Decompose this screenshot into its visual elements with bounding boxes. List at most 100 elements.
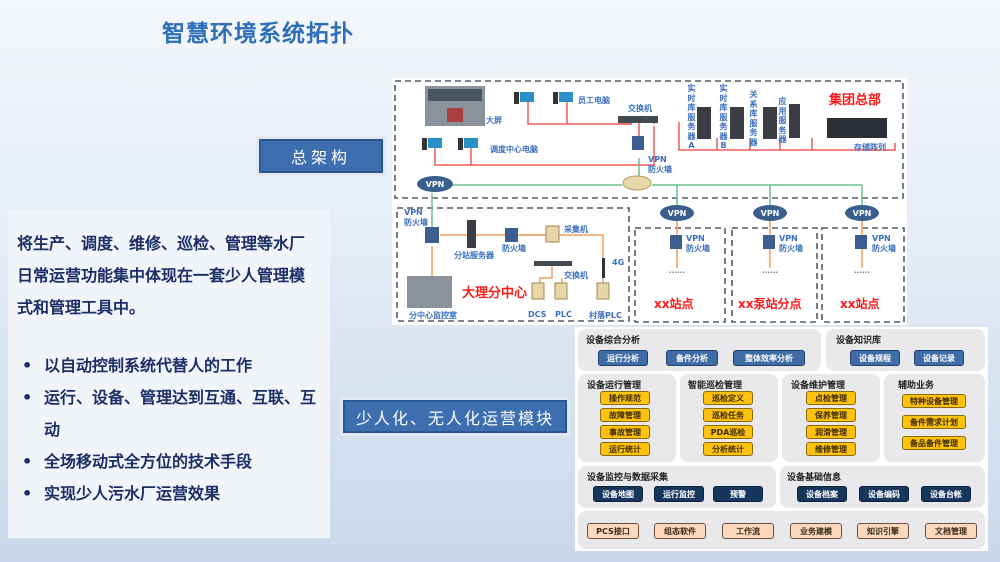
intro-text: 将生产、调度、维修、巡检、管理等水厂日常运营功能集中体现在一套少人管理模式和管理… [17,234,306,317]
architecture-label: 总架构 [259,139,383,173]
btn-business-modeling[interactable]: 业务建模 [790,523,842,539]
station2-frame [731,227,818,323]
modules-diagram: 设备综合分析 运行分析 备件分析 整体效率分析 设备知识库 设备规程 设备记录 … [575,327,988,551]
station-firewall-label: VPN 防火墙 [686,234,710,253]
dispatch-pc-label: 调度中心电脑 [490,145,538,154]
group-title: 设备维护管理 [791,381,846,391]
station-ellipsis: …… [669,266,685,275]
btn-alert[interactable]: 预警 [713,486,763,502]
village-plc-label: 村落PLC [589,311,622,320]
btn-inspection-definition[interactable]: 巡检定义 [703,391,753,405]
station1-frame [634,227,726,323]
bullet-item: 以自动控制系统代替人的工作 [17,350,320,382]
btn-operation-analysis[interactable]: 运行分析 [598,350,648,366]
btn-document-mgmt[interactable]: 文档管理 [925,523,977,539]
btn-inspection-task[interactable]: 巡检任务 [703,408,753,422]
wan-links [431,158,863,228]
group-analysis: 设备综合分析 运行分析 备件分析 整体效率分析 [578,329,821,371]
group-title: 辅助业务 [898,381,935,391]
station-title: xx泵站分点 [738,297,802,311]
btn-workflow[interactable]: 工作流 [722,523,774,539]
btn-equipment-ledger[interactable]: 设备台帐 [921,486,971,502]
vpn-label: VPN [853,209,872,218]
switch-label: 交换机 [628,104,652,113]
group-maintenance: 设备维护管理 点检管理 保养管理 润滑管理 维修管理 [782,374,880,462]
group-platform: PCS接口 组态软件 工作流 业务建模 知识引擎 文档管理 [578,511,985,549]
btn-spare-parts-mgmt[interactable]: 备品备件管理 [902,436,966,450]
group-title: 设备知识库 [836,336,882,346]
btn-spare-plan[interactable]: 备件需求计划 [902,415,966,429]
btn-config-software[interactable]: 组态软件 [654,523,706,539]
station-title: xx站点 [654,297,694,311]
btn-pda-inspection[interactable]: PDA巡检 [703,425,753,439]
dcs-label: DCS [528,310,547,319]
group-basic-info: 设备基础信息 设备档案 设备编码 设备台帐 [780,466,985,508]
btn-accident-mgmt[interactable]: 事故管理 [600,425,650,439]
btn-efficiency-analysis[interactable]: 整体效率分析 [733,350,805,366]
group-title: 设备监控与数据采集 [587,473,669,483]
subcenter-vpn-firewall-label: VPN 防火墙 [404,208,428,227]
group-inspection: 智能巡检管理 巡检定义 巡检任务 PDA巡检 分析统计 [680,374,778,462]
btn-upkeep[interactable]: 保养管理 [806,408,856,422]
collector-label: 采集机 [564,225,588,234]
storage-label: 存储阵列 [854,143,886,152]
firewall-label: 防火墙 [502,244,526,253]
dcs-icon [531,282,545,300]
group-auxiliary: 辅助业务 特种设备管理 备件需求计划 备品备件管理 [884,374,985,462]
btn-equipment-records[interactable]: 设备记录 [914,350,964,366]
btn-repair[interactable]: 维修管理 [806,442,856,456]
description-panel: 将生产、调度、维修、巡检、管理等水厂日常运营功能集中体现在一套少人管理模式和管理… [8,210,330,538]
vpn-cloud-icons [417,176,879,221]
collector-icon [545,225,560,243]
pc-icons [422,92,573,150]
btn-spot-check[interactable]: 点检管理 [806,391,856,405]
bullet-item: 实现少人污水厂运营效果 [17,478,320,510]
btn-knowledge-engine[interactable]: 知识引擎 [857,523,909,539]
station3-frame [821,227,905,323]
monitor-room-icon [407,276,452,308]
group-title: 设备基础信息 [787,473,842,483]
village-plc-icon [596,282,610,300]
storage-array-icon [827,118,887,138]
btn-fault-mgmt[interactable]: 故障管理 [600,408,650,422]
btn-equipment-map[interactable]: 设备地图 [593,486,643,502]
server-icons [467,104,800,248]
server-label: 关系库服务器 [749,90,758,147]
modules-label: 少人化、无人化运营模块 [343,400,567,433]
btn-special-equipment[interactable]: 特种设备管理 [902,394,966,408]
btn-equipment-code[interactable]: 设备编码 [859,486,909,502]
station-ellipsis: …… [762,266,778,275]
plc-label: PLC [555,310,572,319]
topology-diagram: VPN VPN VPN VPN [392,78,907,325]
subcenter-switch-icon [534,261,572,266]
vpn-label: VPN [426,180,445,189]
staff-pc-label: 员工电脑 [578,96,610,105]
btn-operation-stats[interactable]: 运行统计 [600,442,650,456]
btn-lubrication[interactable]: 润滑管理 [806,425,856,439]
group-knowledge: 设备知识库 设备规程 设备记录 [826,329,985,371]
bullet-list: 以自动控制系统代替人的工作 运行、设备、管理达到互通、互联、互动 全场移动式全方… [17,350,320,510]
group-operation: 设备运行管理 操作规范 故障管理 事故管理 运行统计 [578,374,676,462]
bullet-item: 全场移动式全方位的技术手段 [17,446,320,478]
monitor-room-label: 分中心监控室 [409,311,457,320]
bullet-item: 运行、设备、管理达到互通、互联、互动 [17,382,320,446]
firewall-icons [425,136,867,249]
btn-analysis-stats[interactable]: 分析统计 [703,442,753,456]
subcenter-switch-label: 交换机 [564,271,588,280]
vpn-label: VPN [761,209,780,218]
station-title: xx站点 [840,297,880,311]
group-title: 智能巡检管理 [688,381,743,391]
btn-equipment-rules[interactable]: 设备规程 [850,350,900,366]
server-label: 应用服务器 [778,97,787,144]
btn-run-monitoring[interactable]: 运行监控 [654,486,704,502]
server-label: 实时库服务器B [719,84,728,150]
btn-spare-analysis[interactable]: 备件分析 [666,350,718,366]
hq-links [434,102,896,166]
hq-frame [394,80,904,199]
4g-label: 4G [612,258,625,267]
vpn-label: VPN [668,209,687,218]
btn-pcs-interface[interactable]: PCS接口 [587,523,639,539]
topology-lines: VPN VPN VPN VPN [394,80,905,323]
btn-operation-spec[interactable]: 操作规范 [600,391,650,405]
btn-equipment-file[interactable]: 设备档案 [797,486,847,502]
